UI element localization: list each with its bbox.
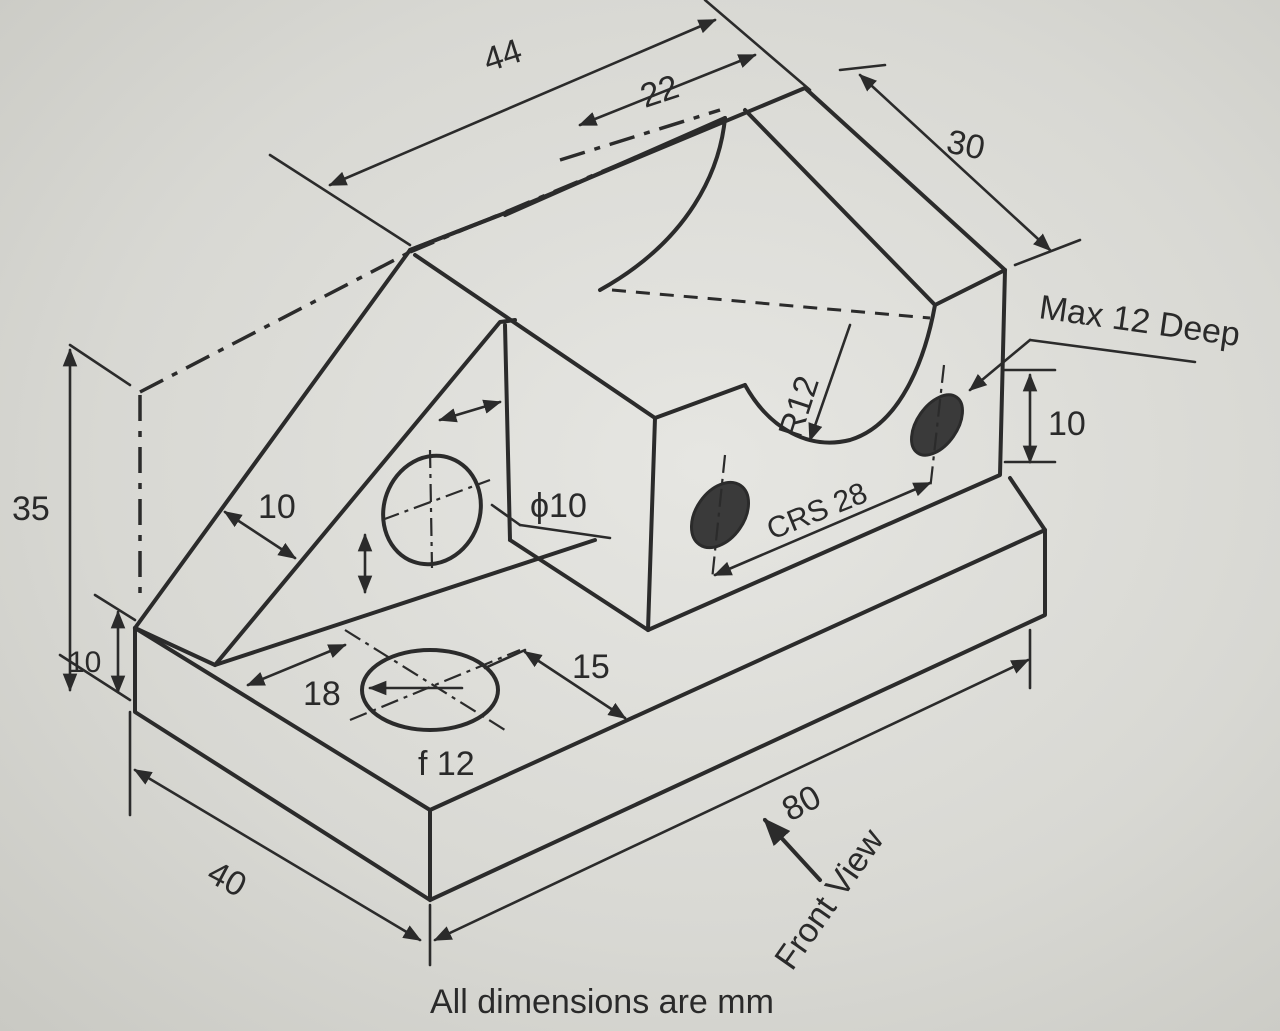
construction-lines <box>138 108 731 600</box>
front-hole-right <box>910 364 964 491</box>
dimension-labels: 44 22 30 Max 12 Deep 10 R12 CRS 28 ϕ10 1… <box>12 32 1242 1021</box>
dim-35: 35 <box>12 490 50 528</box>
dim-22: 22 <box>636 68 684 116</box>
dim-crs-28: CRS 28 <box>762 477 872 547</box>
dimension-lines <box>58 0 1197 967</box>
label-units-note: All dimensions are mm <box>430 983 774 1021</box>
dim-10-base: 10 <box>68 646 101 679</box>
dim-10-right: 10 <box>1048 405 1086 443</box>
dim-80: 80 <box>776 778 827 829</box>
dim-44: 44 <box>479 32 527 80</box>
side-hole <box>381 449 491 569</box>
dim-10-rib: 10 <box>258 488 296 526</box>
base-hole <box>344 629 521 732</box>
dim-40: 40 <box>201 854 252 905</box>
dim-r12: R12 <box>771 371 826 442</box>
dim-15: 15 <box>572 648 610 686</box>
dim-phi10: ϕ10 <box>530 487 587 525</box>
dim-18: 18 <box>303 675 341 713</box>
dim-30: 30 <box>943 123 988 168</box>
dim-f12: f 12 <box>418 745 475 783</box>
